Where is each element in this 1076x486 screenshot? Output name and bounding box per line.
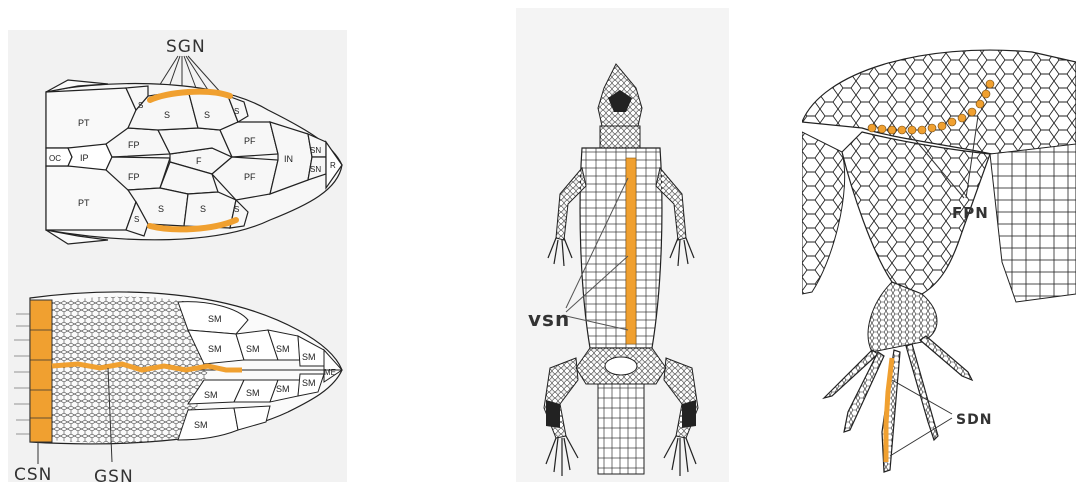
sgn-callout: SGN [166, 37, 206, 57]
scale-label-ip: IP [80, 153, 89, 163]
scale-label-sm: SM [246, 344, 260, 354]
scale-label-s: S [164, 110, 170, 120]
vsn-highlight [626, 158, 636, 344]
scale-label-s: S [234, 205, 239, 214]
scale-label-sm: SM [246, 388, 260, 398]
head-scales-figure: SGN [8, 30, 347, 482]
scale-label-fp: FP [128, 140, 140, 150]
scale-label-s: S [204, 110, 210, 120]
scale-label-sm: SM [208, 314, 222, 324]
scale-label-sm: SM [276, 344, 290, 354]
ventral-head: SM SM SM SM SM SM SM SM SM SM ME [14, 292, 342, 444]
scale-label-s: S [158, 204, 164, 214]
scale-label-f: F [196, 156, 202, 166]
ventral-body-figure: vsn [516, 8, 729, 482]
scale-label-s: S [200, 204, 206, 214]
scale-label-sn: SN [310, 165, 321, 174]
hindlimb-figure: SDN FPN [802, 32, 1076, 484]
hindlimb-drawing [802, 50, 1076, 352]
sdn-callout: SDN [956, 412, 992, 428]
scale-label-me: ME [324, 368, 336, 377]
scale-label-sm: SM [208, 344, 222, 354]
hindlimb-panel: SDN FPN [802, 32, 1076, 484]
scale-label-sm: SM [302, 352, 316, 362]
scale-label-s: S [234, 107, 239, 116]
scale-label-sm: SM [302, 378, 316, 388]
scale-label-s: S [134, 215, 139, 224]
scale-label-pt: PT [78, 198, 90, 208]
scale-label-sn: SN [310, 146, 321, 155]
lizard-body [544, 64, 698, 476]
csn-callout: CSN [14, 465, 52, 482]
scale-label-r: R [330, 161, 336, 170]
fpn-callout: FPN [952, 204, 989, 222]
scale-label-fp: FP [128, 172, 140, 182]
scale-label-pt: PT [78, 118, 90, 128]
head-scales-panel: SGN [8, 30, 347, 482]
dorsal-head [46, 80, 342, 244]
scale-label-sm: SM [276, 384, 290, 394]
gsn-callout: GSN [94, 467, 134, 482]
scale-label-s: S [138, 101, 143, 110]
scale-label-oc: OC [49, 154, 61, 163]
ventral-body-panel: vsn [516, 8, 729, 482]
scale-label-pf: PF [244, 172, 256, 182]
scale-label-pf: PF [244, 136, 256, 146]
scale-label-sm: SM [194, 420, 208, 430]
scale-label-in: IN [284, 154, 293, 164]
vsn-callout: vsn [528, 307, 570, 331]
scale-label-sm: SM [204, 390, 218, 400]
